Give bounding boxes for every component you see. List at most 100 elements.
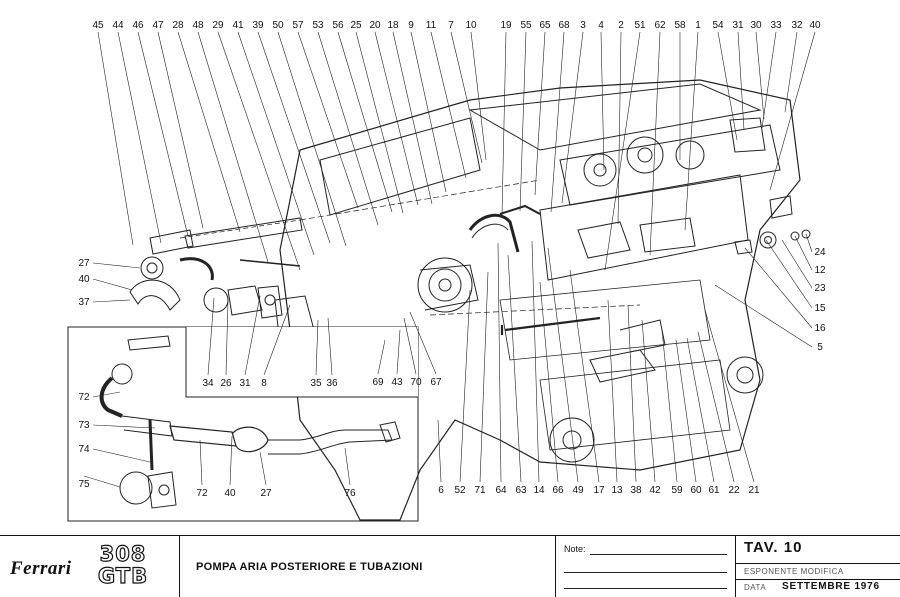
long-bolt [504,316,601,332]
pulley [583,153,617,187]
leader-line [539,281,559,483]
callout-number: 7 [448,20,454,31]
leader-line [761,31,777,129]
bracket-plate [729,117,766,153]
model-badge-308: 308 [99,542,147,566]
callout-number: 45 [92,20,104,31]
air-pipe [184,217,303,249]
inset-bracket-hole [158,484,170,496]
callout-number: 4 [598,20,604,31]
notes-label: Note: [564,544,586,554]
callout-number: 68 [558,20,570,31]
leader-line [794,235,813,271]
date-value: SETTEMBRE 1976 [782,581,880,592]
leader-line [765,239,813,309]
callout-number: 10 [465,20,477,31]
leader-line [83,475,121,488]
leader-line [257,31,331,244]
cam-cover [468,83,762,151]
leader-line [547,247,579,483]
inset-notch [186,327,418,397]
leader-line [92,278,133,291]
leader-line [470,31,487,161]
callout-number: 25 [350,20,362,31]
air-pump-hub [438,278,452,292]
leader-line [263,304,291,376]
callout-number: 62 [654,20,666,31]
callout-number: 27 [260,488,272,499]
pulley-hub [637,147,653,163]
callout-number: 29 [212,20,224,31]
leader-line [437,419,442,483]
spacer [734,239,753,255]
leader-line [450,31,483,164]
table-number: TAV. 10 [744,539,803,556]
pump-hub [146,262,158,274]
leader-line [617,31,622,225]
logo-cell: Ferrari 308 GTB [0,536,180,597]
inset-pump-body [119,471,153,505]
leader-line [561,31,584,204]
bushing [759,231,777,249]
leader-line [277,31,347,247]
description-cell: POMPA ARIA POSTERIORE E TUBAZIONI [180,536,556,597]
callout-number: 37 [78,297,90,308]
leader-line [675,339,697,483]
leader-line [207,297,215,376]
leader-line [531,240,540,483]
callout-number: 63 [515,485,527,496]
leader-line [297,31,359,209]
leader-line [92,262,141,269]
callout-number: 14 [533,485,545,496]
centre-line [429,304,641,316]
air-pump-pulley [417,257,473,313]
inset-filter [169,425,237,447]
notes-cell: Note: [556,536,736,597]
callout-number: 28 [172,20,184,31]
callout-number: 51 [634,20,646,31]
leader-line [704,309,755,483]
inset-pump-nozzle [111,363,133,385]
leader-line [225,299,229,376]
callout-number: 31 [239,378,251,389]
callout-number: 12 [814,265,826,276]
note-line [590,554,727,555]
callout-number: 22 [728,485,740,496]
leader-line [244,295,261,376]
air-pump-body [428,268,462,302]
divider [736,579,900,580]
note-line [564,588,727,589]
leader-line [374,31,419,206]
inset-connector [148,419,154,471]
leader-line [717,31,738,141]
leader-line [805,233,813,253]
leader-line [459,289,471,483]
callout-number: 40 [78,274,90,285]
leader-line [769,31,816,191]
leader-line [355,31,404,214]
callout-number: 69 [372,377,384,388]
leader-line [259,451,267,486]
callout-number: 8 [261,378,267,389]
callout-number: 32 [791,20,803,31]
air-hose-inner [471,223,509,239]
bolt [239,259,301,267]
leader-line [744,247,813,329]
inset-pipe-long [268,429,393,455]
callout-number: 17 [593,485,605,496]
callout-number: 2 [618,20,624,31]
leader-line [781,239,813,289]
leader-line [410,31,447,193]
callout-number: 6 [438,485,444,496]
callout-number: 56 [332,20,344,31]
callout-number: 43 [391,377,403,388]
leader-line [92,299,131,303]
callout-number: 60 [690,485,702,496]
inset-bracket [127,335,171,351]
callout-number: 54 [712,20,724,31]
callout-leader-lines [83,31,816,488]
callout-number: 40 [224,488,236,499]
callout-number: 3 [580,20,586,31]
callout-number: 75 [78,479,90,490]
leader-line [117,31,162,244]
